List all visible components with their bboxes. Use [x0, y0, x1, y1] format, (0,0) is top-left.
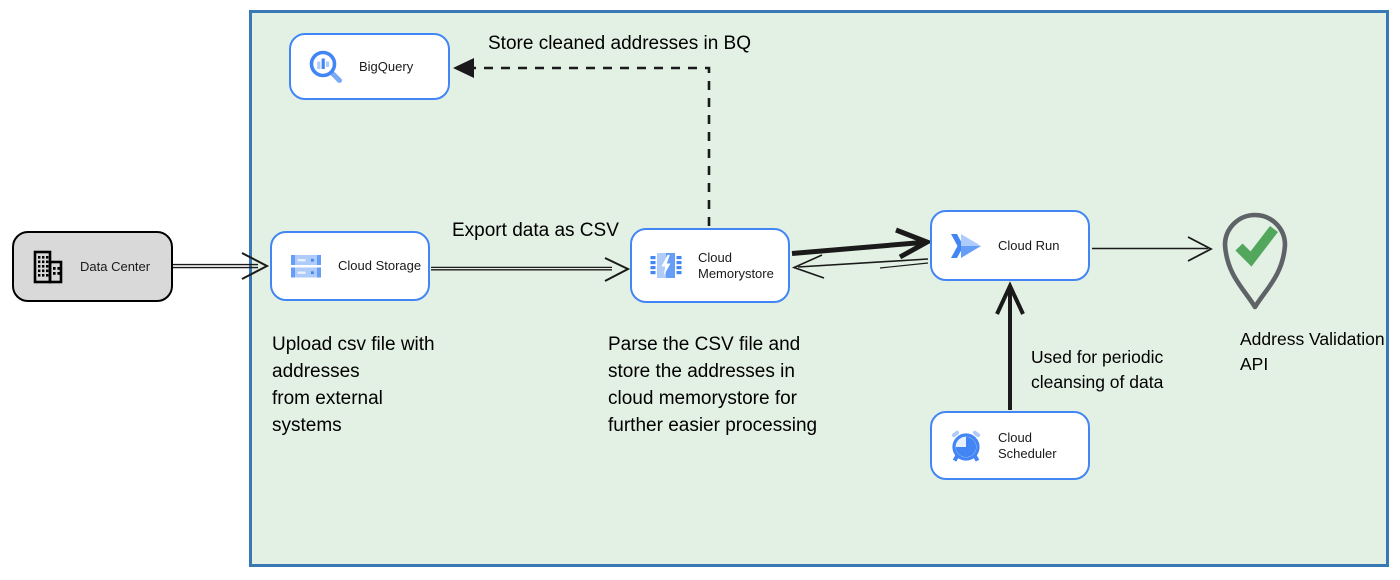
- map-pin-check-icon: [1222, 212, 1288, 310]
- bigquery-icon: [309, 50, 342, 83]
- edge-cloudrun-to-memorystore: [791, 254, 929, 279]
- edge-scheduler-to-cloudrun: [995, 281, 1025, 410]
- node-cloud-scheduler[interactable]: Cloud Scheduler: [930, 411, 1090, 480]
- annotation-parse-csv: Parse the CSV file and store the address…: [608, 334, 818, 436]
- address-validation-pin[interactable]: [1219, 205, 1291, 313]
- cloud-memorystore-icon: [650, 252, 682, 278]
- node-label: Data Center: [80, 258, 151, 274]
- node-cloud-storage[interactable]: Cloud Storage: [270, 231, 430, 301]
- cloud-scheduler-icon: [951, 430, 981, 462]
- edge-memorystore-to-bigquery: [453, 58, 711, 226]
- node-label: Cloud Storage: [338, 258, 422, 273]
- edge-cloudrun-to-addressvalidation: [1092, 236, 1213, 262]
- node-label: BigQuery: [359, 58, 414, 74]
- node-bigquery[interactable]: BigQuery: [289, 33, 450, 100]
- edge-label-store-bq: Store cleaned addresses in BQ: [488, 33, 751, 54]
- node-data-center[interactable]: Data Center: [12, 231, 173, 302]
- cloud-storage-icon: [291, 255, 321, 278]
- edge-datacenter-to-storage: [173, 252, 270, 280]
- node-cloud-run[interactable]: Cloud Run: [930, 210, 1090, 281]
- node-label: Cloud Memorystore: [698, 249, 774, 281]
- system-boundary-box: [249, 10, 1389, 567]
- address-validation-label: Address Validation API: [1240, 329, 1385, 374]
- cloud-run-icon: [951, 233, 981, 258]
- edge-label-periodic-cleansing: Used for periodic cleansing of data: [1031, 347, 1164, 392]
- node-label: Cloud Run: [998, 237, 1060, 253]
- node-label: Cloud Scheduler: [998, 429, 1057, 461]
- edge-memorystore-to-cloudrun: [791, 227, 933, 260]
- edge-label-export-csv: Export data as CSV: [452, 220, 619, 241]
- node-cloud-memorystore[interactable]: Cloud Memorystore: [630, 228, 790, 303]
- data-center-icon: [33, 250, 63, 283]
- annotation-upload-csv: Upload csv file with addresses from exte…: [272, 334, 435, 436]
- edge-storage-to-memorystore: [431, 257, 631, 282]
